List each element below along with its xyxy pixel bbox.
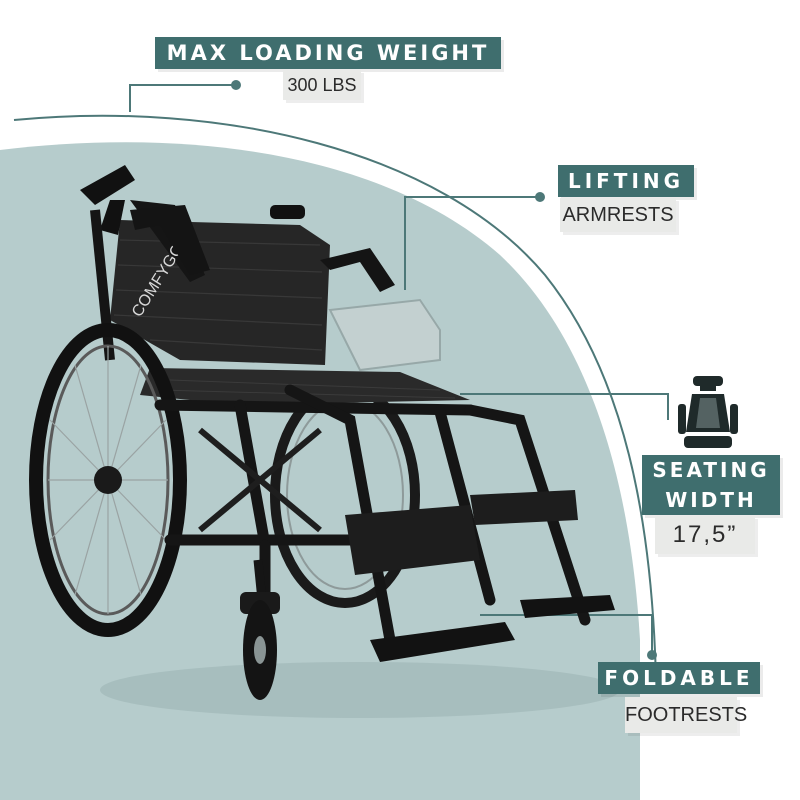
footplate-near	[370, 622, 515, 662]
leader-max-weight	[129, 84, 236, 112]
seating-title-line1: SEATING	[652, 458, 770, 482]
backrest	[110, 220, 330, 365]
max-weight-value: 300 LBS	[283, 70, 361, 100]
max-weight-title: MAX LOADING WEIGHT	[155, 37, 501, 69]
near-rear-wheel	[29, 323, 187, 637]
ghost-armrest	[328, 298, 441, 372]
leader-dots	[231, 80, 657, 660]
near-armrest	[130, 205, 210, 275]
leader-seating	[460, 393, 669, 420]
leader-armrests	[404, 196, 540, 290]
seating-value: 17,5”	[655, 516, 755, 554]
armrests-value: ARMRESTS	[560, 198, 676, 232]
wheelchair: COMFYGO	[29, 165, 620, 718]
footrests-title: FOLDABLE	[598, 662, 760, 694]
seating-title-line2: WIDTH	[665, 488, 757, 512]
footrests-value: FOOTRESTS	[625, 697, 747, 733]
arc-line	[13, 114, 657, 681]
seat-icon	[678, 376, 738, 448]
armrests-title: LIFTING	[558, 165, 694, 197]
calf-strap	[345, 505, 480, 575]
seating-title: SEATING WIDTH	[642, 455, 780, 515]
footplate-far	[520, 595, 615, 618]
